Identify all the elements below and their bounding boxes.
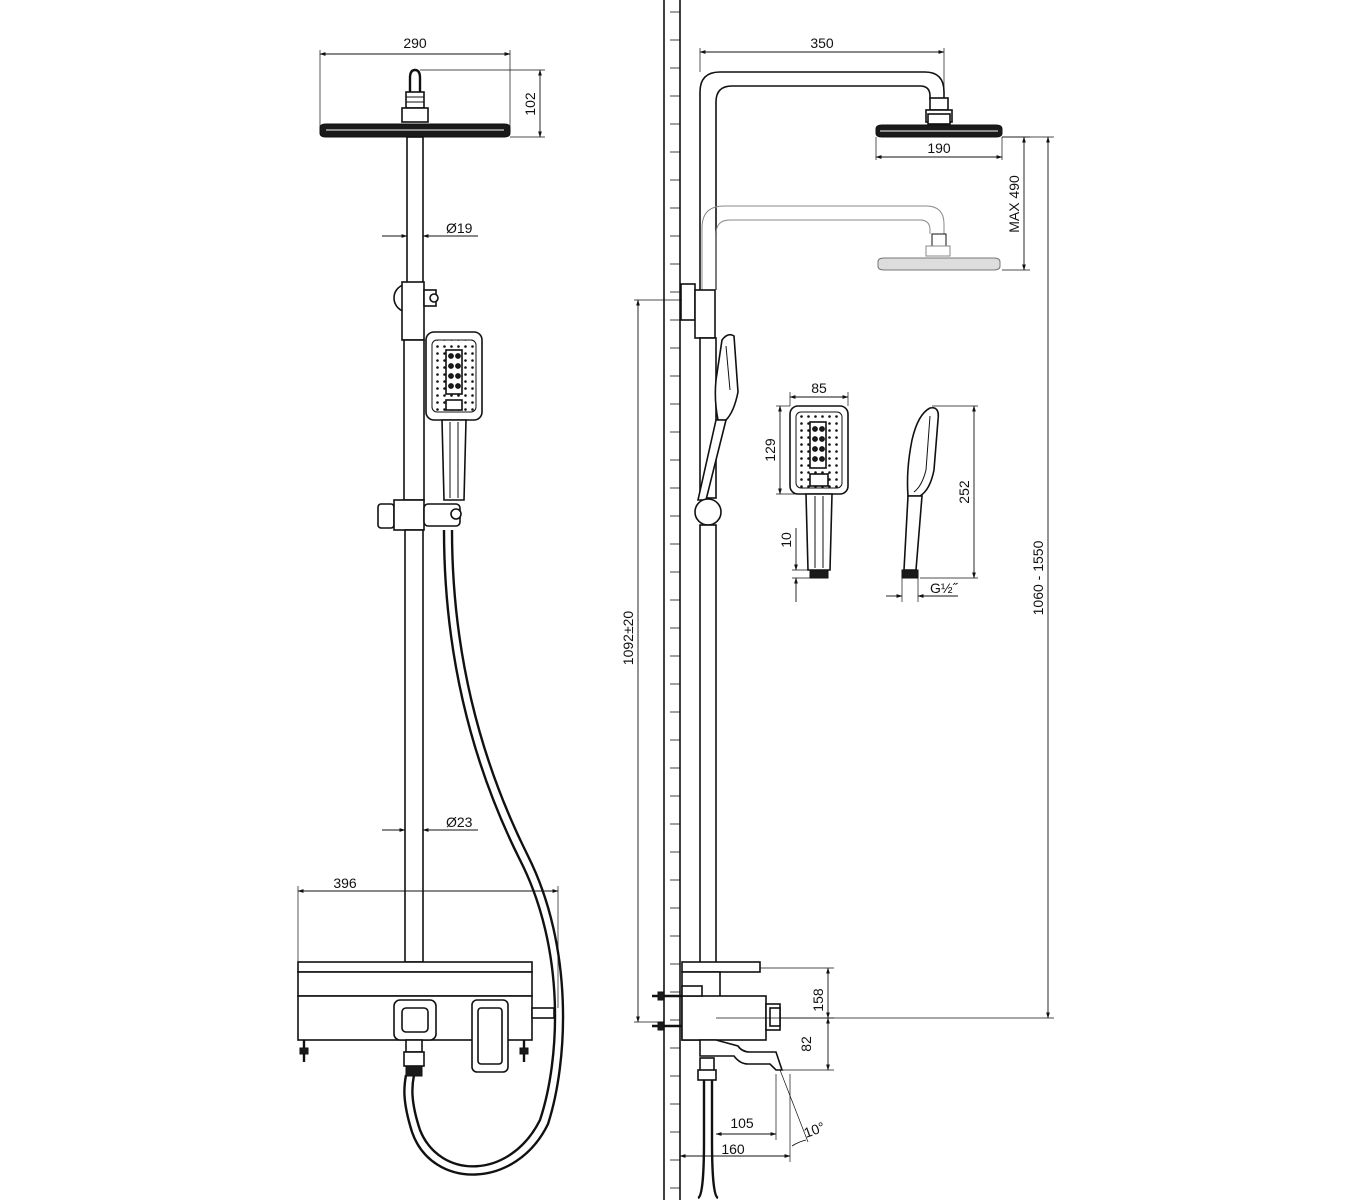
side-dim-350: 350 — [699, 35, 945, 92]
dim-label-max490: MAX 490 — [1006, 175, 1022, 233]
dim-label-thread: G½˝ — [930, 580, 959, 596]
dim-label-160: 160 — [721, 1141, 745, 1157]
dim-label-190: 190 — [927, 140, 951, 156]
side-dim-1092: 1092±20 — [620, 299, 682, 1023]
side-dim-190: 190 — [875, 137, 1003, 160]
dim-label-total: 1060 - 1550 — [1030, 540, 1046, 615]
dim-label-252: 252 — [956, 480, 972, 504]
front-dim-396: 396 — [297, 875, 559, 1008]
side-dim-158: 158 — [760, 967, 834, 1019]
dim-label-158: 158 — [810, 988, 826, 1012]
dim-label-396: 396 — [333, 875, 357, 891]
side-dim-total: 1060 - 1550 — [716, 136, 1054, 1019]
side-mixer — [652, 961, 784, 1200]
front-dim-290: 290 — [319, 35, 511, 128]
front-hose — [411, 529, 557, 1168]
side-arm — [699, 71, 1003, 290]
front-hand-shower — [425, 331, 483, 501]
dim-label-d23: Ø23 — [446, 814, 473, 830]
dim-label-105: 105 — [730, 1115, 754, 1131]
dim-label-angle: 10° — [802, 1119, 827, 1141]
side-arm-lowered — [701, 205, 1001, 290]
dim-label-350: 350 — [810, 35, 834, 51]
hand-shower-detail-front: 85 129 10 — [762, 380, 849, 602]
front-dim-102: 102 — [420, 69, 545, 138]
hand-shower-detail-side: 252 G½˝ — [886, 405, 978, 602]
front-slide-holder — [377, 499, 462, 531]
side-view: 350 190 MAX 490 1060 - 1550 1092±20 — [620, 0, 1054, 1200]
front-lower-bar — [404, 529, 424, 963]
dim-label-1092: 1092±20 — [620, 611, 636, 666]
front-upper-bar — [393, 136, 439, 501]
dim-label-82: 82 — [798, 1036, 814, 1052]
front-dim-d19: Ø19 — [382, 220, 478, 238]
front-view: 290 102 Ø19 Ø23 396 — [297, 35, 565, 1176]
side-dim-angle: 10° — [779, 1069, 827, 1147]
side-dim-105: 105 — [715, 1074, 777, 1140]
dim-label-85: 85 — [811, 380, 827, 396]
dim-label-102: 102 — [522, 92, 538, 116]
dim-label-d19: Ø19 — [446, 220, 473, 236]
wall — [663, 0, 681, 1200]
side-bar — [680, 283, 739, 966]
front-dim-d23: Ø23 — [382, 814, 478, 832]
side-dim-82: 82 — [776, 1017, 834, 1071]
dim-label-129: 129 — [762, 438, 778, 462]
side-dim-max490: MAX 490 — [1002, 136, 1030, 271]
front-shower-head — [319, 68, 511, 138]
dim-label-10: 10 — [778, 532, 794, 548]
front-mixer-shelf — [297, 961, 555, 1077]
side-dim-160: 160 — [679, 1074, 791, 1162]
dim-label-290: 290 — [403, 35, 427, 51]
